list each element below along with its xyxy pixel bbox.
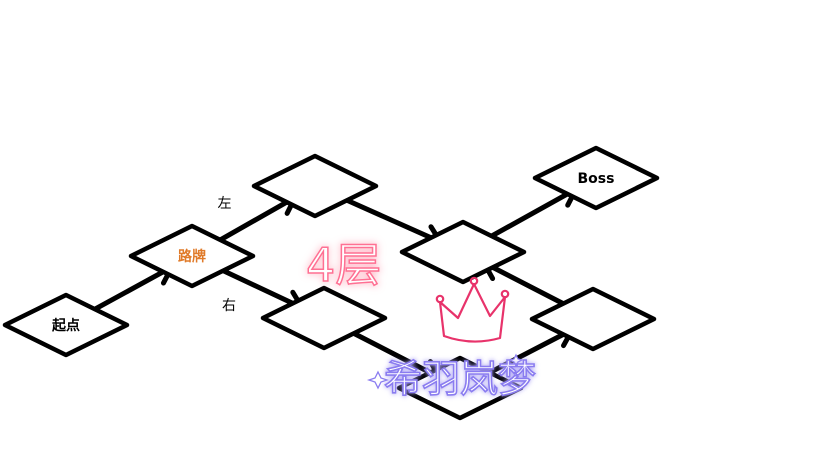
node-boss[interactable]: Boss — [532, 145, 660, 211]
edge-label-sign-to-upper-left: 左 — [218, 196, 232, 212]
node-layer: 起点 路牌 Boss — [2, 145, 660, 421]
node-start[interactable]: 起点 — [2, 292, 130, 358]
node-label-sign: 路牌 — [178, 248, 206, 265]
node-lower-left[interactable] — [260, 285, 388, 351]
edge-lower-left-to-lower-mid — [348, 329, 442, 380]
node-far-right[interactable] — [529, 286, 657, 352]
node-shape-lower-mid[interactable] — [396, 355, 524, 421]
node-shape-upper-left[interactable] — [251, 153, 379, 219]
node-shape-boss[interactable] — [532, 145, 660, 211]
node-label-start: 起点 — [51, 317, 80, 334]
node-shape-mid-right[interactable] — [399, 219, 527, 285]
node-sign[interactable]: 路牌 — [128, 223, 256, 289]
watermark-text: 希羽岚梦 — [384, 357, 536, 401]
edge-label-sign-to-lower-left: 右 — [222, 298, 236, 314]
edge-start-to-sign — [90, 264, 175, 313]
node-upper-left[interactable] — [251, 153, 379, 219]
node-shape-sign[interactable] — [128, 223, 256, 289]
edge-upper-left-to-mid-right — [341, 196, 444, 245]
node-mid-right[interactable] — [399, 219, 527, 285]
node-shape-lower-left[interactable] — [260, 285, 388, 351]
node-shape-start[interactable] — [2, 292, 130, 358]
sparkle-icon — [366, 353, 524, 390]
edge-label-layer: 左右 — [218, 196, 237, 314]
node-label-boss: Boss — [578, 171, 615, 187]
floor-label: 4层 — [306, 238, 381, 292]
edge-sign-to-upper-left — [215, 194, 298, 244]
edge-sign-to-lower-left — [218, 266, 305, 311]
edge-lower-mid-to-far-right — [484, 327, 575, 377]
crown-icon — [435, 276, 510, 343]
edge-mid-right-to-boss — [486, 186, 579, 240]
edge-far-right-to-mid-right — [481, 260, 569, 308]
node-shape-far-right[interactable] — [529, 286, 657, 352]
node-lower-mid[interactable] — [396, 355, 524, 421]
